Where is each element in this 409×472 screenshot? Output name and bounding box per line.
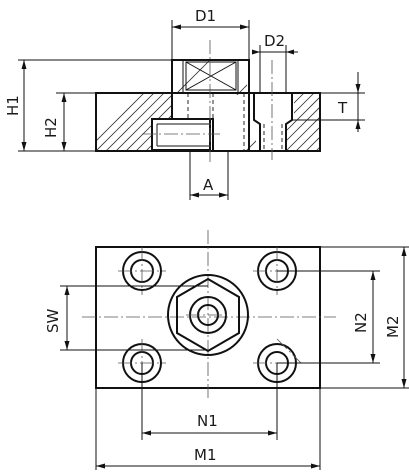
hole-top-left <box>118 247 166 295</box>
central-nut <box>167 274 249 356</box>
label-t: T <box>337 99 348 117</box>
label-m2: M2 <box>384 316 402 339</box>
label-sw: SW <box>44 308 62 333</box>
nut-outline <box>171 59 250 94</box>
plan-dimensions: SW N2 M2 N1 M1 <box>44 246 409 470</box>
label-n2: N2 <box>352 312 370 333</box>
counterbore-profile-right <box>285 93 293 150</box>
label-h2: H2 <box>42 117 60 138</box>
plan-view <box>82 230 336 400</box>
label-n1: N1 <box>197 412 218 430</box>
section-dimensions: D1 D2 H1 H2 T A <box>4 7 365 200</box>
hex-socket-diag-2 <box>185 61 237 91</box>
hex-nut-outline <box>176 277 240 353</box>
label-d2: D2 <box>264 32 285 50</box>
hex-socket-box <box>185 61 237 91</box>
section-view <box>95 40 321 162</box>
counterbore-cavity <box>248 94 294 122</box>
counterbore-profile <box>253 93 261 150</box>
label-m1: M1 <box>194 446 217 464</box>
label-a: A <box>203 176 214 194</box>
label-d1: D1 <box>195 7 216 25</box>
label-h1: H1 <box>4 95 22 116</box>
